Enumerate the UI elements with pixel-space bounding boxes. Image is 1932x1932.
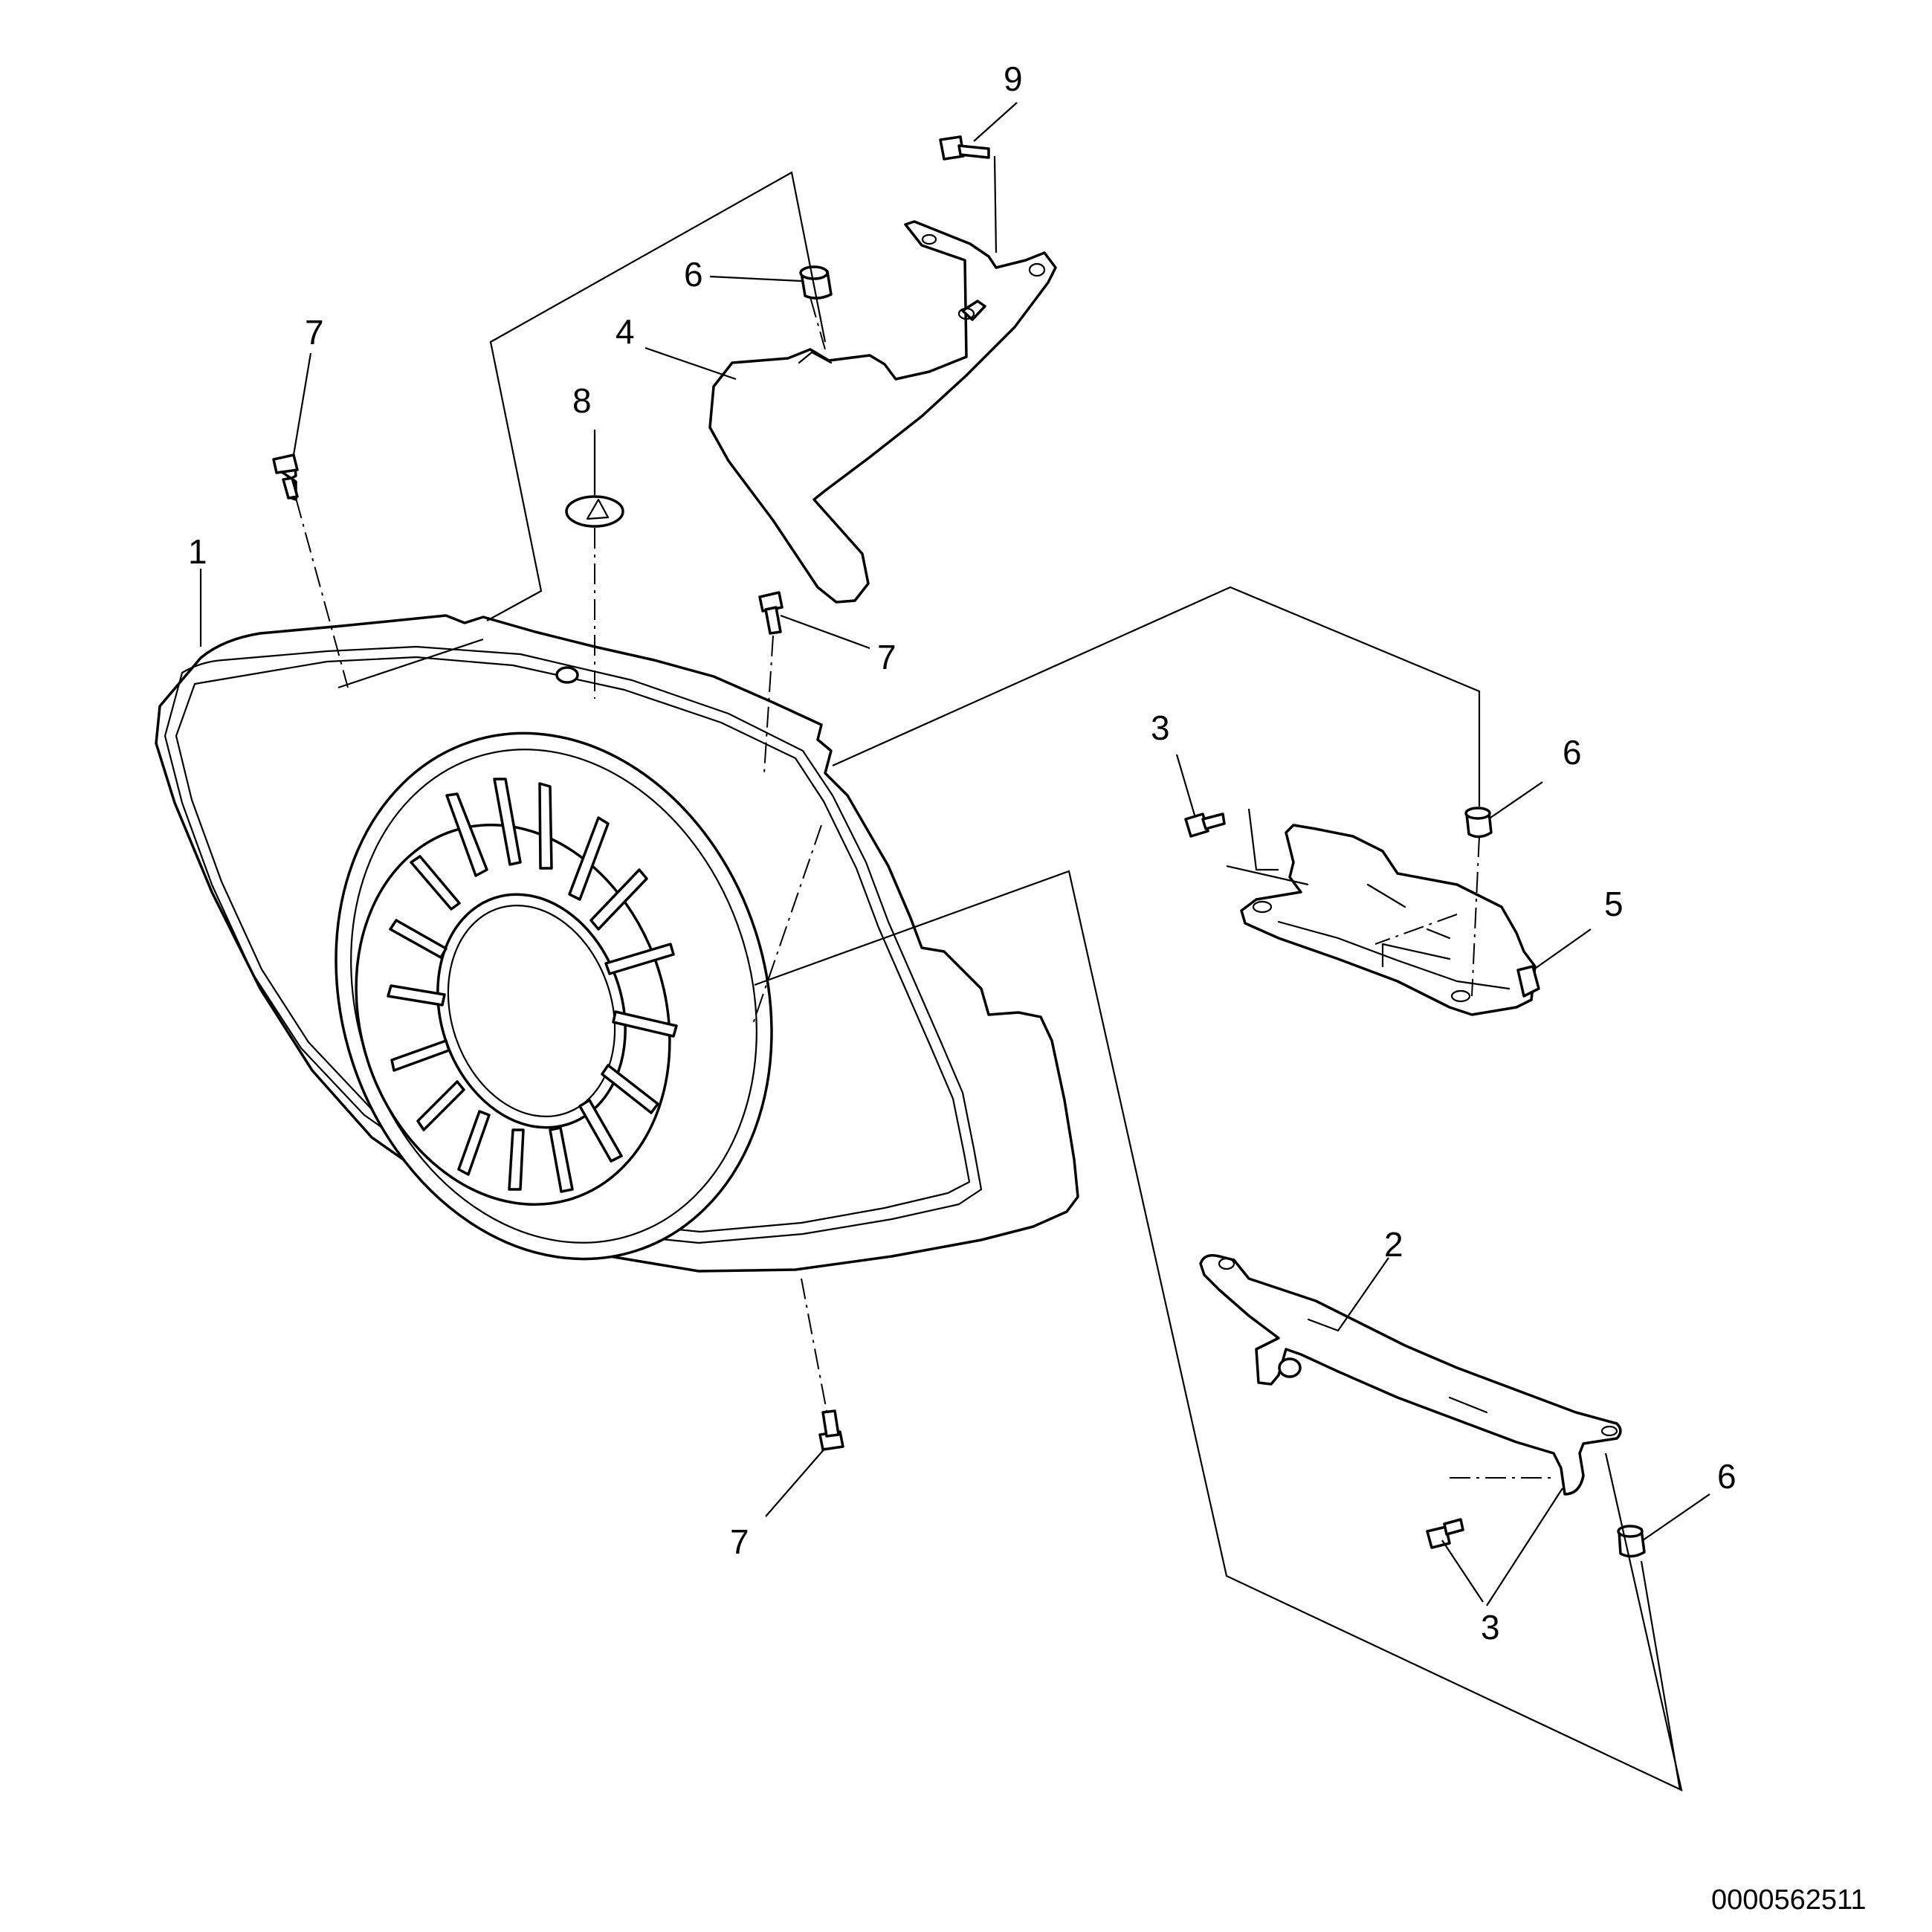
fan-cover-housing <box>155 614 1079 1273</box>
callout-1: 1 <box>188 532 207 571</box>
callout-7-top-left: 7 <box>305 313 324 352</box>
emblem-badge <box>565 495 624 528</box>
cover-grille-fins <box>387 778 678 1193</box>
callout-2: 2 <box>1384 1225 1403 1264</box>
callout-6-right: 6 <box>1563 733 1582 772</box>
callout-6-top: 6 <box>684 255 703 294</box>
callout-labels: 1 7 8 4 6 9 7 3 6 5 2 6 3 7 <box>188 59 1736 1647</box>
callout-leaders <box>199 102 1710 1606</box>
callout-5: 5 <box>1604 885 1624 923</box>
lower-bracket-strap <box>1199 1254 1622 1496</box>
callout-3-upper: 3 <box>1151 708 1170 747</box>
bolt-9 <box>939 135 990 161</box>
callout-6-bottom: 6 <box>1717 1457 1736 1496</box>
bolt-3-upper <box>1184 812 1226 838</box>
callout-9: 9 <box>1004 59 1023 98</box>
collar-6-top <box>799 265 833 300</box>
collar-6-right <box>1464 807 1493 839</box>
callout-3-lower: 3 <box>1481 1608 1500 1647</box>
right-bracket <box>1240 824 1540 1016</box>
document-number: 0000562511 <box>1711 1884 1867 1916</box>
bolt-7-top-left <box>272 453 299 501</box>
callout-7-mid: 7 <box>877 638 896 676</box>
callout-4: 4 <box>616 312 635 351</box>
assembly-lines <box>295 155 1683 1792</box>
collar-6-bottom <box>1617 1525 1646 1558</box>
bolt-7-mid <box>758 591 784 635</box>
upper-bracket <box>708 220 1057 604</box>
bolt-7-bottom <box>818 1409 844 1451</box>
callout-7-bottom: 7 <box>730 1522 749 1561</box>
callout-8: 8 <box>572 381 592 420</box>
